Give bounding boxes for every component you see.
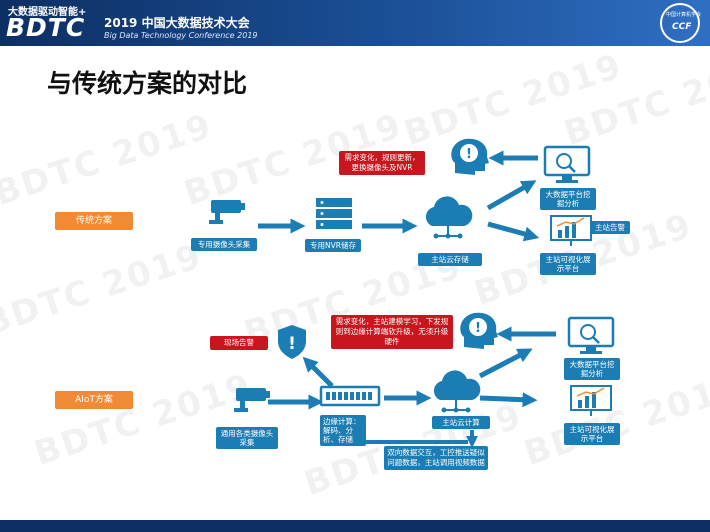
traditional-requirement-note: 需求变化，规则更新，更换摄像头及NVR xyxy=(339,151,425,175)
aiot-requirement-note: 需求变化，主站建模学习，下发规则到边缘计算端软升级，无须升级硬件 xyxy=(331,315,453,349)
traditional-scheme-label: 传统方案 xyxy=(55,212,133,230)
aiot-edge-label: 边缘计算：解码、分析、存储 xyxy=(320,415,366,446)
monitor-analytics-icon xyxy=(543,145,591,183)
ccf-logo-text: 中国计算机学会 xyxy=(666,12,702,18)
chart-board-icon xyxy=(570,385,612,416)
traditional-camera-label: 专用摄像头采集 xyxy=(191,238,257,251)
aiot-scheme-label: AIoT方案 xyxy=(55,391,133,409)
traditional-bigdata-label: 大数据平台挖掘分析 xyxy=(540,188,596,210)
cloud-icon xyxy=(425,196,473,239)
head-alert-icon: ! xyxy=(460,312,498,349)
head-alert-icon: ! xyxy=(451,138,489,175)
chart-board-icon xyxy=(550,215,592,246)
edge-device-icon xyxy=(319,385,381,407)
slogan: 大数据驱动智能+ xyxy=(8,7,87,18)
aiot-bigdata-label: 大数据平台挖掘分析 xyxy=(564,358,620,380)
ccf-logo: 中国计算机学会 CCF xyxy=(660,3,702,43)
header-bar: 大数据驱动智能+ BDTC 2019 中国大数据技术大会 Big Data Te… xyxy=(0,0,710,46)
ccf-logo-abbr: CCF xyxy=(672,22,692,32)
footer-bar xyxy=(0,520,710,532)
shield-alert-icon: ! xyxy=(278,325,306,359)
monitor-analytics-icon xyxy=(567,316,615,354)
aiot-interaction-note: 双向数据交互，工控推送疑似问题数据，主站调用视频数据 xyxy=(384,446,488,470)
conference-title-en: Big Data Technology Conference 2019 xyxy=(104,31,258,40)
traditional-alarm-label: 主站告警 xyxy=(590,221,630,234)
brand-logo-text: BDTC xyxy=(6,13,86,42)
cloud-icon xyxy=(433,370,481,413)
conference-title-cn: 2019 中国大数据技术大会 xyxy=(104,16,250,30)
camera-icon xyxy=(234,388,270,412)
svg-text:!: ! xyxy=(466,147,472,162)
aiot-camera-label: 通用各类摄像头采集 xyxy=(216,427,278,449)
camera-icon xyxy=(209,200,245,224)
aiot-visual-label: 主站可视化展示平台 xyxy=(564,423,620,445)
traditional-cloud-label: 主站云存储 xyxy=(418,253,482,266)
aiot-cloud-label: 主站云计算 xyxy=(432,416,490,429)
svg-text:!: ! xyxy=(475,321,481,336)
nvr-server-icon xyxy=(316,198,352,229)
onsite-alarm-label: 现场告警 xyxy=(210,336,268,350)
page-title: 与传统方案的对比 xyxy=(47,69,248,98)
svg-text:!: ! xyxy=(288,334,296,354)
traditional-visual-label: 主站可视化展示平台 xyxy=(540,253,596,275)
traditional-nvr-label: 专用NVR储存 xyxy=(305,239,361,252)
